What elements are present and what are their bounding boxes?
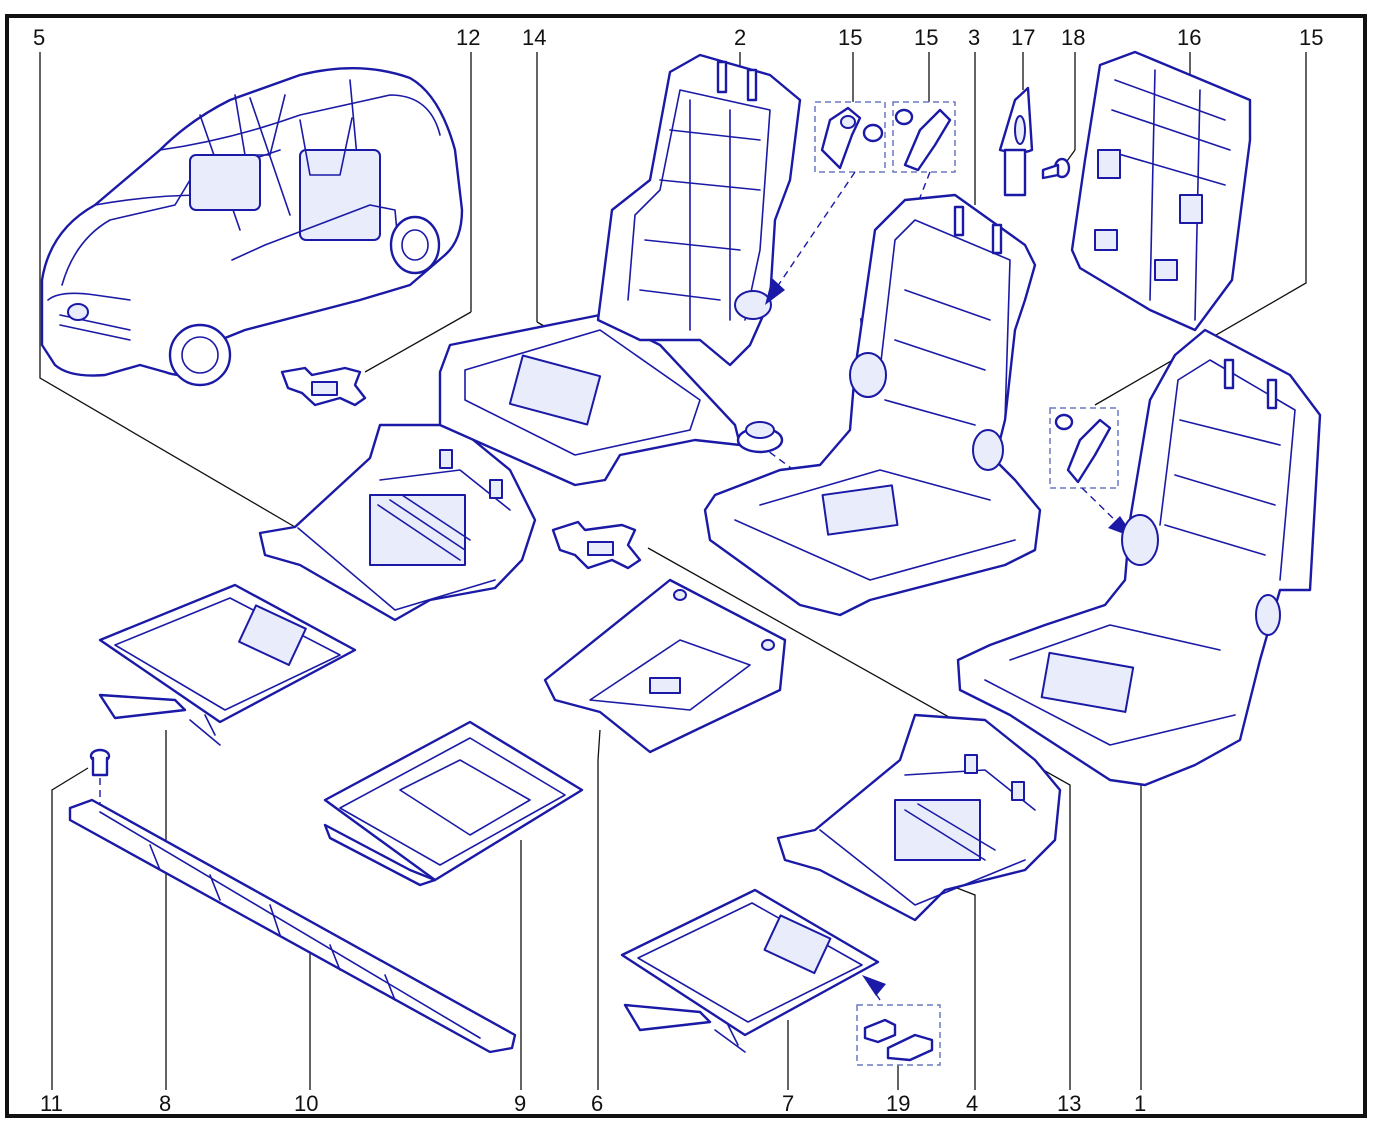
callout-bottom-11: 11: [40, 1091, 63, 1116]
callout-top-18: 18: [1061, 25, 1085, 50]
callout-top-16: 16: [1177, 25, 1201, 50]
callout-bottom-13: 13: [1057, 1091, 1081, 1116]
callout-bottom-6: 6: [591, 1091, 603, 1116]
part-2-backrest-frame: [596, 53, 802, 367]
callout-top-2: 2: [734, 25, 746, 50]
part-17-guide: [998, 86, 1034, 197]
part-15-lever-b: [892, 101, 956, 173]
part-19-clips: [856, 1004, 941, 1066]
part-13-bracket: [551, 520, 642, 570]
callout-top-5: 5: [33, 25, 45, 50]
part-adjuster-cap: [736, 421, 784, 454]
callout-top-17: 17: [1011, 25, 1035, 50]
callout-top-14: 14: [522, 25, 546, 50]
part-15-lever-c: [1049, 407, 1119, 489]
callout-top-12: 12: [456, 25, 480, 50]
part-1-right-seat-frame: [956, 328, 1322, 787]
part-10-rail: [68, 798, 517, 1054]
callout-bottom-19: 19: [886, 1091, 910, 1116]
callout-bottom-8: 8: [159, 1091, 171, 1116]
part-7-seat-frame: [620, 888, 880, 1053]
leader-lines: [39, 52, 1307, 1090]
callout-top-15-c: 15: [1299, 25, 1323, 50]
car-illustration: [40, 66, 464, 387]
callout-bottom-7: 7: [782, 1091, 794, 1116]
part-18-screw: [1041, 157, 1071, 180]
part-6-cover: [543, 578, 787, 754]
callout-top-3: 3: [968, 25, 980, 50]
part-5-seat-pan: [258, 423, 537, 622]
callout-bottom-1: 1: [1134, 1091, 1146, 1116]
part-3-middle-seat-frame: [703, 193, 1042, 617]
callout-bottom-10: 10: [294, 1091, 318, 1116]
part-15-lever-a: [814, 101, 886, 173]
diagram-frame: [5, 14, 1367, 1118]
callout-bottom-9: 9: [514, 1091, 526, 1116]
callout-top-15-a: 15: [838, 25, 862, 50]
part-4-seat-pan: [776, 713, 1062, 922]
callout-top-15-b: 15: [914, 25, 938, 50]
part-12-bracket: [280, 366, 367, 407]
part-9-rear-frame: [323, 720, 584, 887]
part-11-bolt: [89, 748, 111, 805]
callout-bottom-4: 4: [966, 1091, 978, 1116]
part-8-seat-frame: [98, 583, 357, 746]
part-14-seat-frame: [438, 313, 742, 487]
part-16-backrest-panel: [1070, 50, 1252, 332]
